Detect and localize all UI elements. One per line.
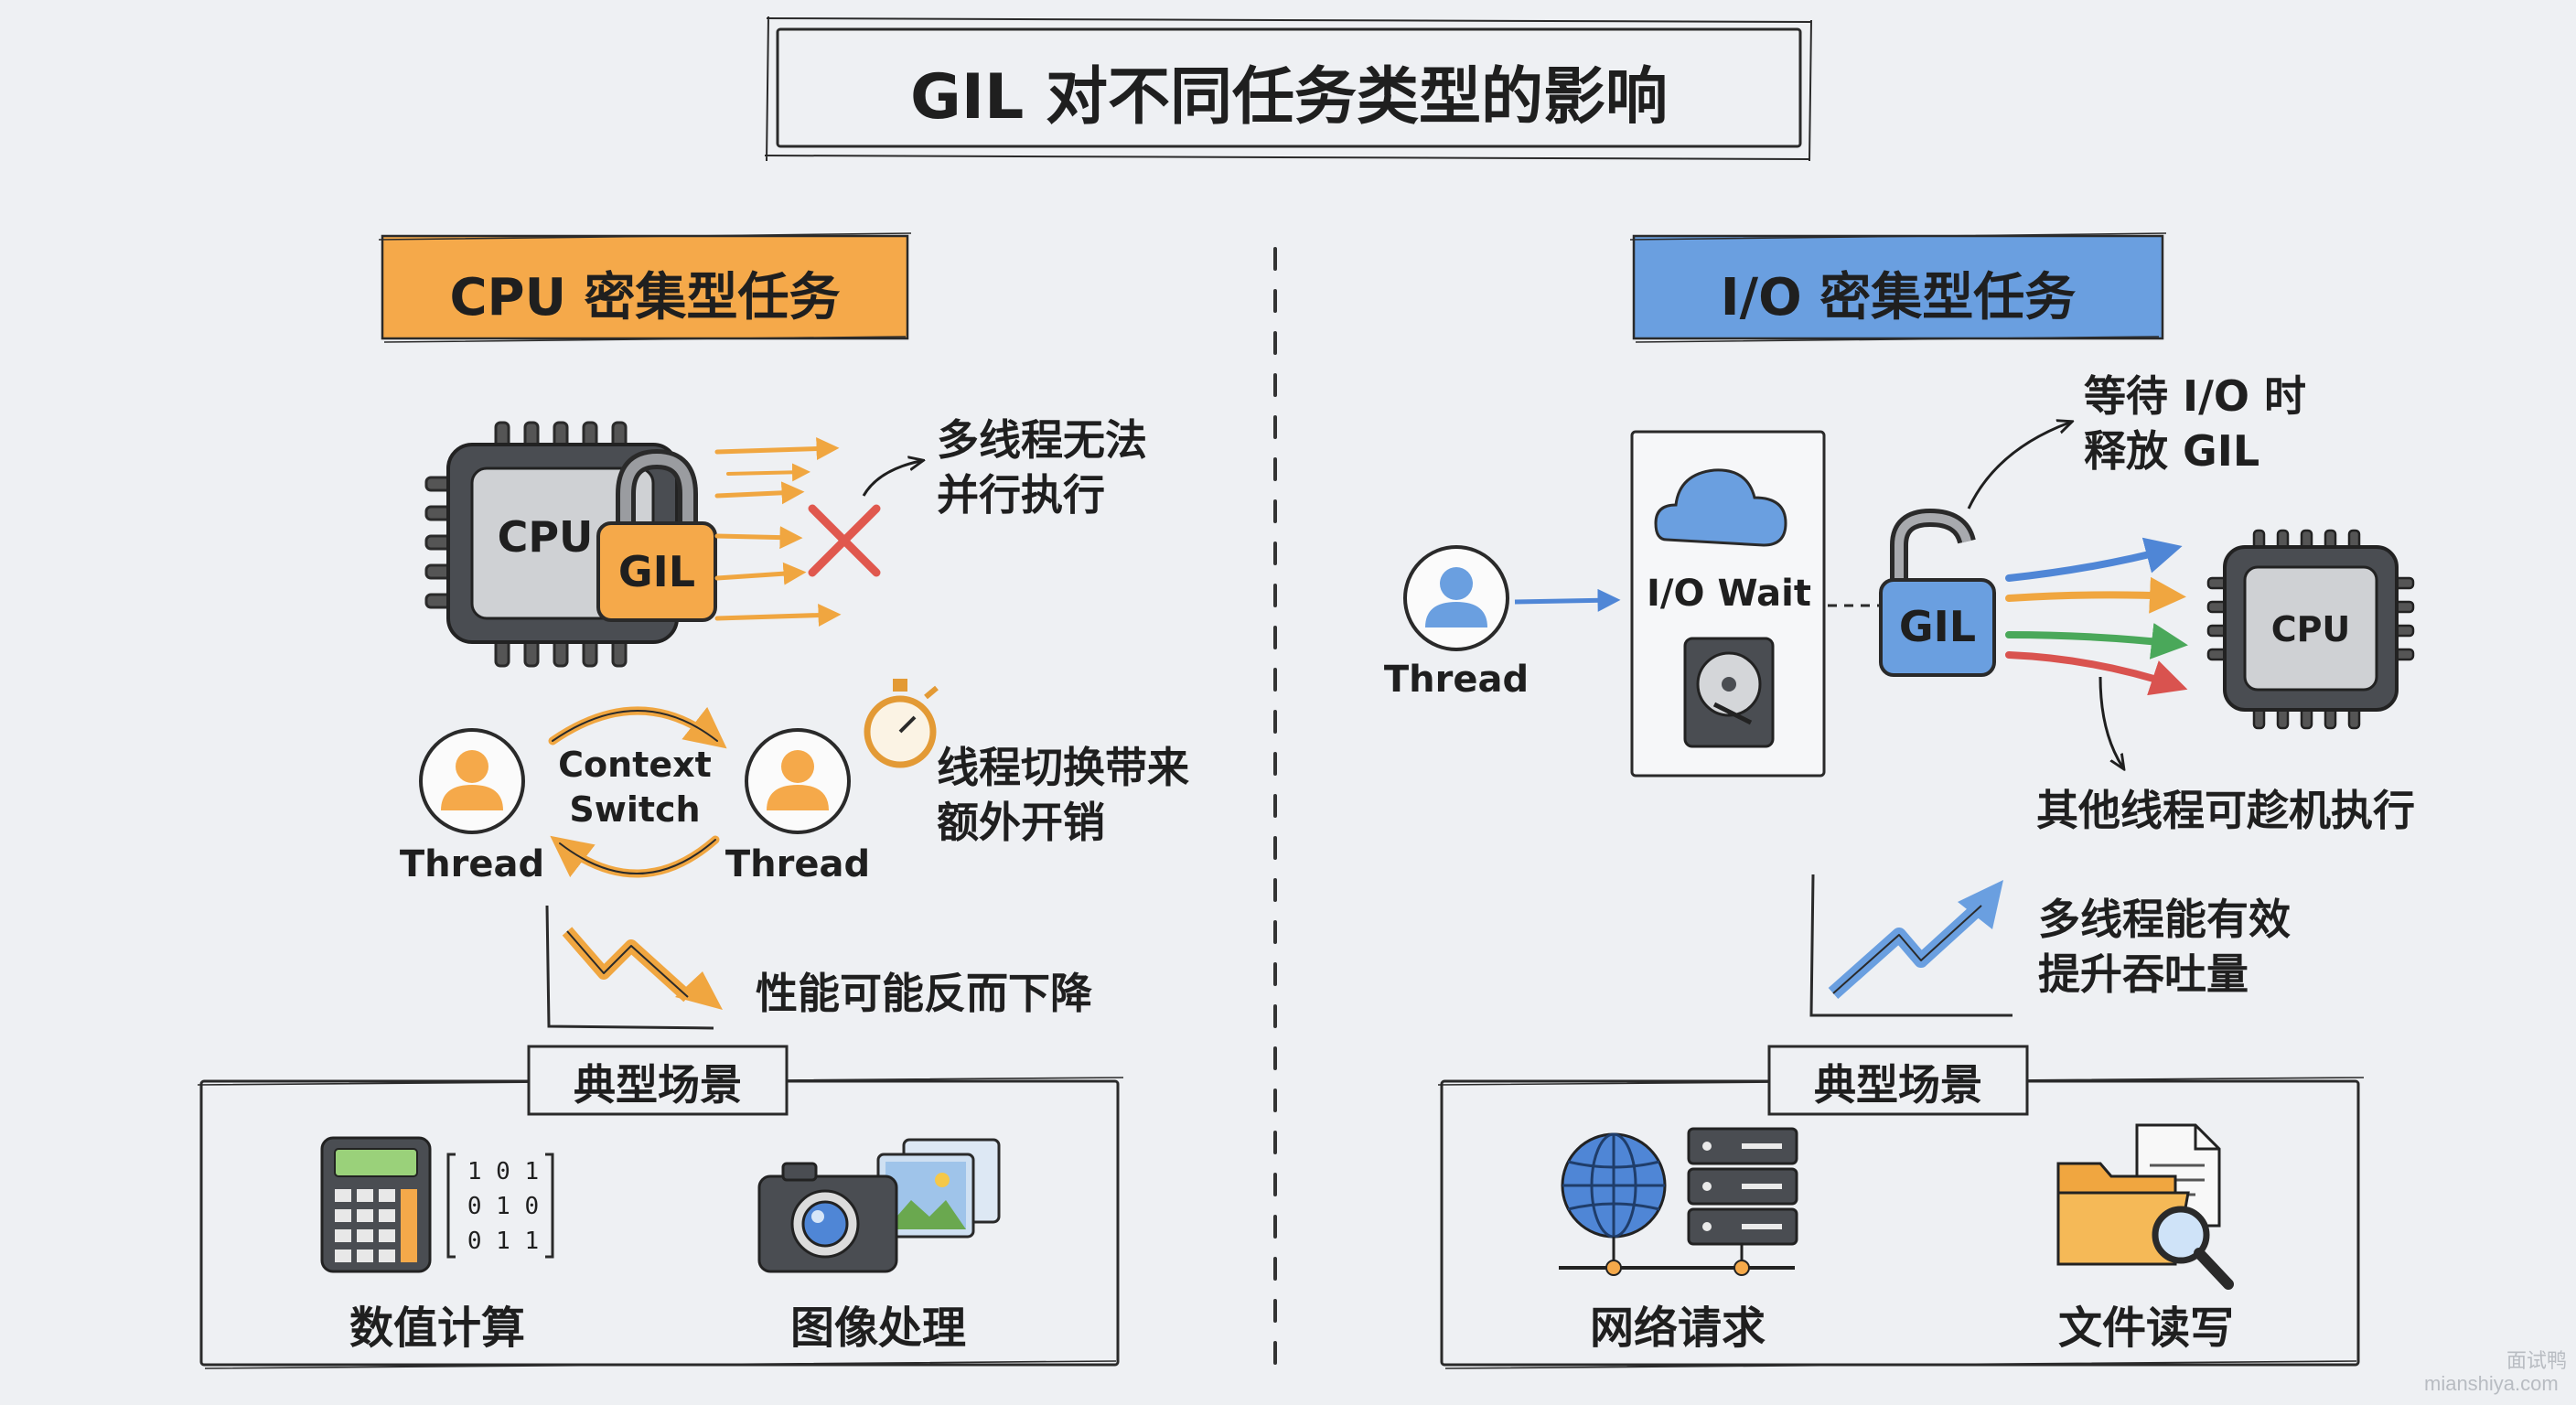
right-scenario-frame: [1437, 1045, 2365, 1369]
cpu-chip-icon: [2206, 529, 2415, 730]
cpu-header-box: [378, 232, 912, 343]
left-scenario-frame: [197, 1045, 1124, 1369]
network-line: [1559, 1260, 1795, 1276]
gil-unlocked-label: GIL: [1898, 602, 1977, 651]
thread-label-b: Thread: [724, 843, 871, 885]
calculator-icon: [320, 1136, 432, 1273]
cross-icon: [808, 504, 881, 577]
cpu-section-header: CPU 密集型任务: [449, 268, 841, 327]
camera-icon: [757, 1162, 898, 1273]
binary-row: 1 0 1: [467, 1158, 540, 1185]
overhead-note: 线程切换带来 额外开销: [937, 743, 1189, 847]
magnifier-icon: [2152, 1206, 2234, 1290]
globe-icon: [1561, 1132, 1667, 1268]
person-icon: [1403, 545, 1509, 651]
server-rack-icon: [1687, 1127, 1798, 1268]
others-run-arrow: [2098, 676, 2122, 767]
title-frame: [764, 16, 1812, 162]
hard-disk-icon: [1683, 637, 1775, 748]
scenario-file-label: 文件读写: [2057, 1303, 2235, 1354]
io-cpu-chip-label: CPU: [2270, 609, 2351, 649]
watermark-url: mianshiya.com: [2424, 1372, 2559, 1395]
release-gil-arrow: [1967, 423, 2069, 509]
stopwatch-icon: [864, 679, 939, 768]
page-title: GIL 对不同任务类型的影响: [909, 61, 1669, 134]
right-scenario-title: 典型场景: [1814, 1060, 1982, 1110]
annotation-arrow-no-parallel: [862, 461, 920, 497]
scenario-network-label: 网络请求: [1589, 1303, 1766, 1354]
rising-chart-icon: [1809, 874, 2012, 1017]
gil-lock-label: GIL: [617, 547, 696, 596]
thread-label-a: Thread: [399, 843, 545, 885]
cpu-chip-label: CPU: [497, 512, 594, 562]
cloud-icon: [1654, 468, 1787, 547]
binary-row: 0 1 0: [467, 1193, 540, 1220]
context-switch-label: Context Switch: [558, 745, 712, 831]
io-header-box: [1629, 232, 2167, 343]
scenario-numeric-label: 数值计算: [349, 1303, 526, 1354]
io-section-header: I/O 密集型任务: [1720, 268, 2077, 327]
left-scenario-title: 典型场景: [574, 1060, 742, 1110]
declining-chart-icon: [545, 905, 723, 1030]
release-gil-note: 等待 I/O 时 释放 GIL: [2084, 371, 2307, 476]
padlock-unlocked-icon: [1879, 508, 1996, 677]
watermark-logo-text: 面试鸭: [2506, 1349, 2568, 1372]
thread-to-io-arrow: [1514, 588, 1621, 612]
running-thread-arrows: [2005, 537, 2188, 696]
pictures-icon: [876, 1138, 1001, 1239]
person-icon: [419, 728, 525, 834]
blocked-thread-arrows: [714, 437, 842, 627]
binary-matrix-values: 1 0 1 0 1 0 0 1 1: [459, 1154, 547, 1259]
binary-matrix-icon: [446, 1153, 554, 1259]
context-switch-arrows: [548, 706, 727, 878]
binary-row: 0 1 1: [467, 1228, 540, 1255]
io-wait-label: I/O Wait: [1647, 573, 1811, 615]
io-thread-label: Thread: [1383, 659, 1530, 701]
person-icon: [745, 728, 851, 834]
no-parallel-note: 多线程无法 并行执行: [937, 415, 1147, 520]
perf-down-note: 性能可能反而下降: [756, 969, 1092, 1018]
others-run-note: 其他线程可趁机执行: [2036, 786, 2415, 835]
throughput-note: 多线程能有效 提升吞吐量: [2038, 895, 2291, 999]
padlock-locked-icon: [596, 448, 717, 622]
scenario-image-label: 图像处理: [789, 1303, 967, 1354]
